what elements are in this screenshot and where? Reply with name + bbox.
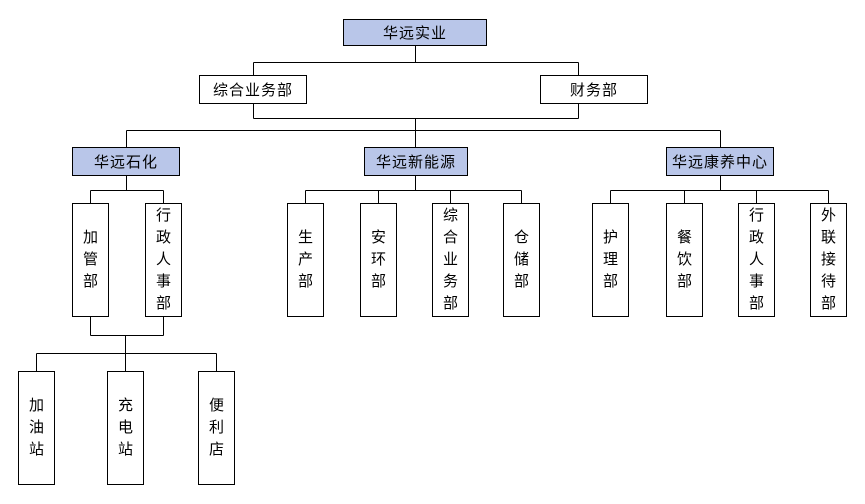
char: 政 [155,229,171,246]
node-general-business-dept-new-energy[interactable]: 综合业务部 [432,203,469,317]
char: 部 [602,273,618,290]
char: 站 [28,441,44,458]
char: 部 [513,273,529,290]
node-huayuan-industrial[interactable]: 华远实业 [343,19,487,46]
char: 行 [748,207,764,224]
connector-petrochemical-subunits [36,317,217,371]
char: 部 [155,295,171,312]
node-convenience-store[interactable]: 便利店 [198,371,235,485]
char: 部 [370,273,386,290]
char: 加 [82,229,98,246]
char: 理 [602,251,618,268]
node-finance-dept[interactable]: 财务部 [540,75,648,104]
char: 人 [748,251,764,268]
char: 联 [820,229,836,246]
node-charging-station[interactable]: 充电站 [107,371,144,485]
char: 充 [117,397,133,414]
char: 安 [370,229,386,246]
node-catering-dept[interactable]: 餐饮部 [666,203,703,317]
char: 部 [676,273,692,290]
char: 综 [442,207,458,224]
char: 储 [513,251,529,268]
char: 便 [208,397,224,414]
char: 外 [820,207,836,224]
char: 接 [820,251,836,268]
char: 部 [820,295,836,312]
char: 站 [117,441,133,458]
node-admin-hr-dept-wellness[interactable]: 行政人事部 [738,203,775,317]
char: 事 [155,273,171,290]
node-safety-environment-dept[interactable]: 安环部 [360,203,397,317]
char: 店 [208,441,224,458]
connector-root-to-staff [253,46,579,75]
char: 饮 [676,251,692,268]
char: 人 [155,251,171,268]
node-nursing-dept[interactable]: 护理部 [592,203,629,317]
char: 部 [748,295,764,312]
char: 部 [442,295,458,312]
char: 生 [297,229,313,246]
node-general-business-dept[interactable]: 综合业务部 [199,75,307,104]
node-huayuan-new-energy[interactable]: 华远新能源 [364,147,468,176]
char: 护 [602,229,618,246]
char: 业 [442,251,458,268]
node-huayuan-wellness-center[interactable]: 华远康养中心 [666,147,774,176]
char: 餐 [676,229,692,246]
char: 利 [208,419,224,436]
char: 产 [297,251,313,268]
char: 加 [28,397,44,414]
char: 待 [820,273,836,290]
char: 油 [28,419,44,436]
char: 部 [297,273,313,290]
char: 事 [748,273,764,290]
char: 环 [370,251,386,268]
char: 仓 [513,229,529,246]
char: 合 [442,229,458,246]
char: 政 [748,229,764,246]
connector-wellness-departments [610,176,829,203]
char: 务 [442,273,458,290]
node-admin-hr-dept-petrochemical[interactable]: 行政人事部 [145,203,182,317]
char: 管 [82,251,98,268]
node-huayuan-petrochemical[interactable]: 华远石化 [72,147,180,176]
node-external-liaison-reception-dept[interactable]: 外联接待部 [810,203,847,317]
connector-staff-to-divisions [126,104,721,147]
char: 部 [82,273,98,290]
node-production-dept[interactable]: 生产部 [287,203,324,317]
char: 行 [155,207,171,224]
node-gas-management-dept[interactable]: 加管部 [72,203,109,317]
node-warehouse-dept[interactable]: 仓储部 [503,203,540,317]
node-gas-station[interactable]: 加油站 [18,371,55,485]
connector-new-energy-departments [305,176,522,203]
connector-petrochemical-departments [90,176,164,203]
char: 电 [117,419,133,436]
